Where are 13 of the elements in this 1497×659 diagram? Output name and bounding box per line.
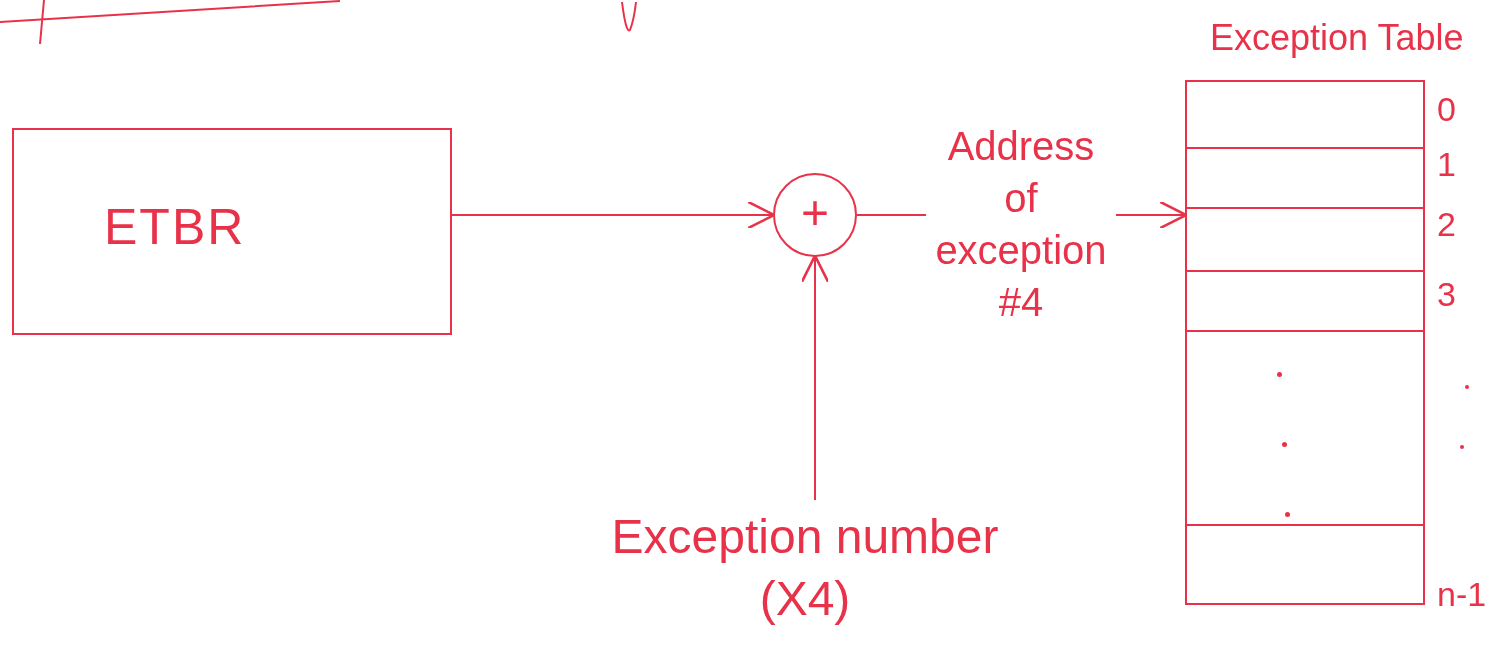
adder-circle — [773, 173, 857, 257]
register-label: ETBR — [104, 198, 246, 256]
row-index: n-1 — [1437, 575, 1487, 614]
row-index: 1 — [1437, 145, 1456, 184]
row-index: 3 — [1437, 275, 1456, 314]
register-box — [12, 128, 452, 335]
input-label: Exception number (X4) — [600, 500, 1010, 650]
table-heading: Exception Table — [1210, 17, 1464, 59]
plus-sign: + — [800, 187, 830, 239]
arrow — [800, 254, 830, 501]
row-index: 0 — [1437, 90, 1456, 129]
arrow — [451, 200, 776, 230]
row-index: 2 — [1437, 205, 1456, 244]
